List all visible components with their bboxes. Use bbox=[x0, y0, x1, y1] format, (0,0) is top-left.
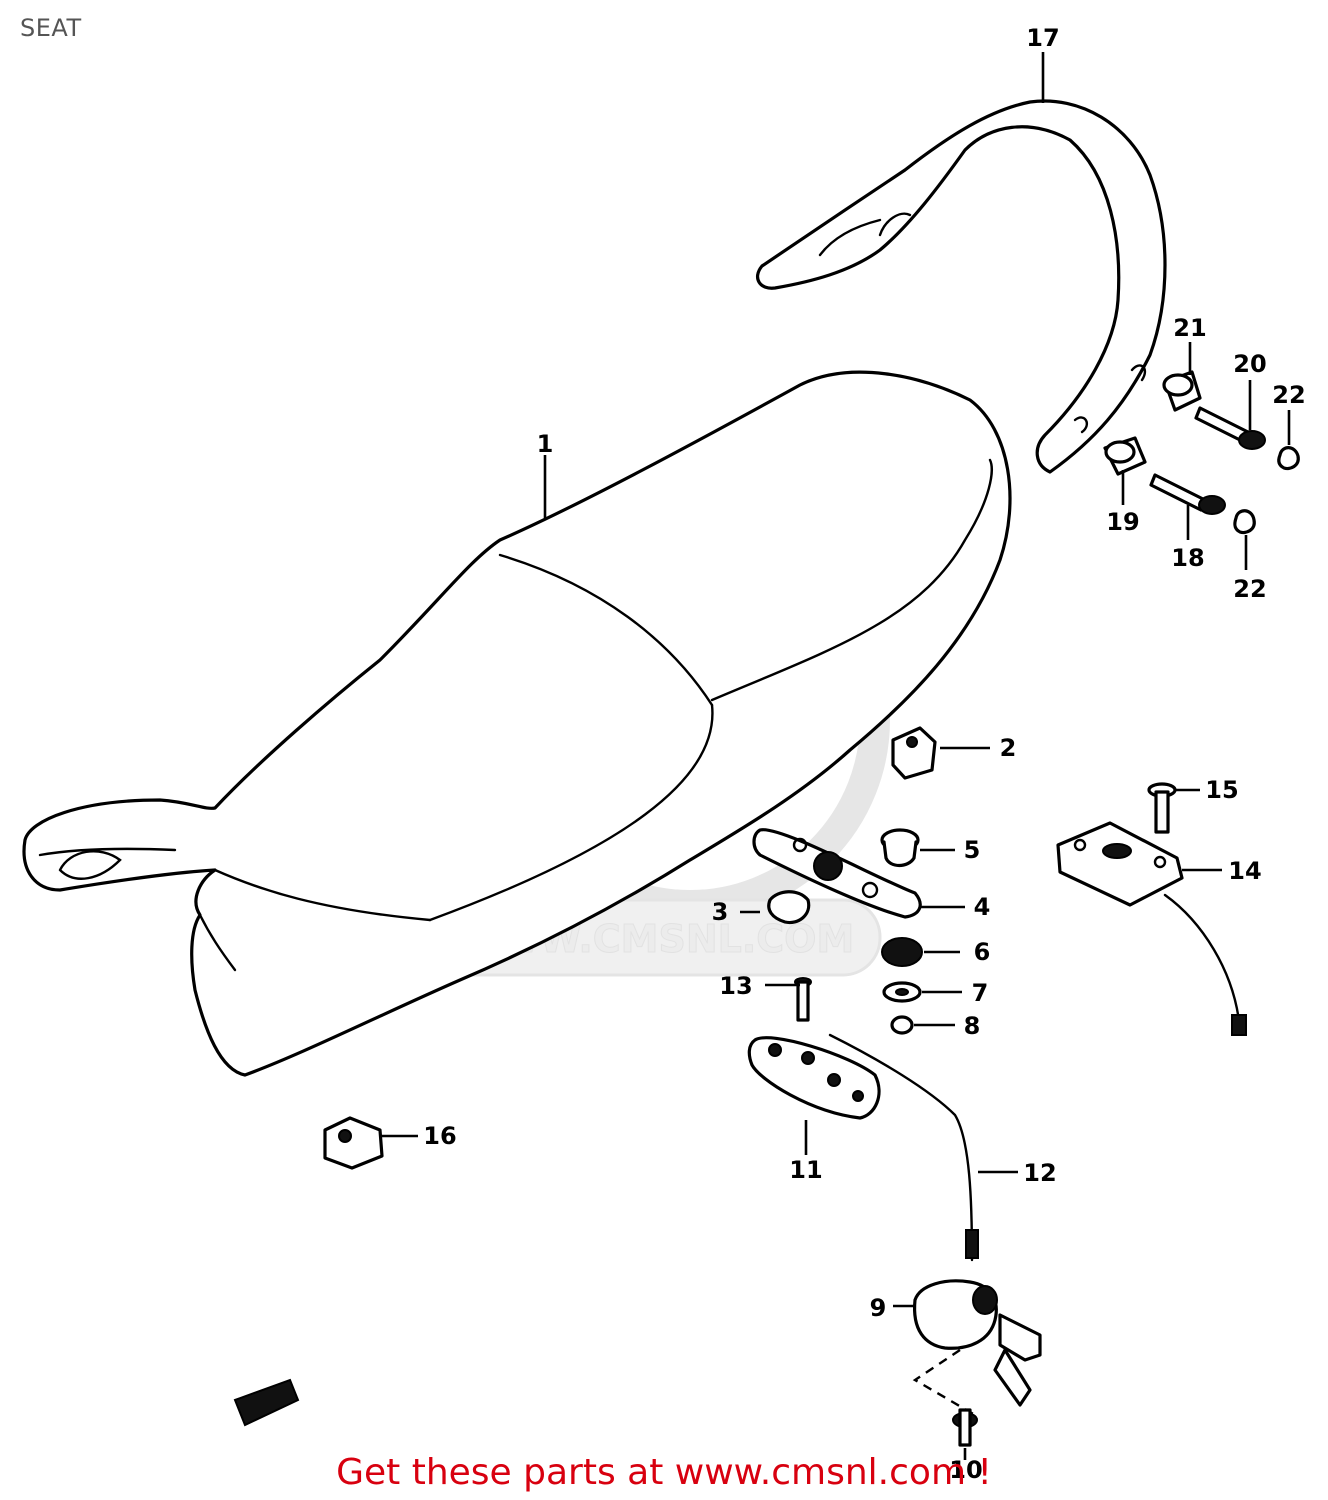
part-17-grab-rail[interactable] bbox=[756, 99, 1167, 474]
callout-11: 11 bbox=[789, 1156, 822, 1184]
callout-21: 21 bbox=[1173, 314, 1206, 342]
part-3-nut[interactable] bbox=[767, 890, 811, 925]
callout-3: 3 bbox=[712, 898, 729, 926]
part-21-spacer[interactable] bbox=[1162, 370, 1202, 412]
callout-17: 17 bbox=[1026, 24, 1059, 52]
callout-4: 4 bbox=[974, 893, 991, 921]
unlabeled-clip bbox=[233, 1378, 300, 1427]
part-6-grommet[interactable] bbox=[881, 937, 923, 967]
part-9-lock-assembly[interactable] bbox=[912, 1279, 1042, 1417]
callout-10: 10 bbox=[949, 1456, 982, 1484]
callout-22-upper: 22 bbox=[1272, 381, 1305, 409]
callout-22-lower: 22 bbox=[1233, 575, 1266, 603]
part-8-nut[interactable] bbox=[890, 1015, 914, 1035]
callout-13: 13 bbox=[719, 972, 752, 1000]
callout-20: 20 bbox=[1233, 350, 1266, 378]
part-14-bracket[interactable] bbox=[1056, 821, 1247, 1036]
callout-8: 8 bbox=[964, 1012, 981, 1040]
part-18-bolt[interactable] bbox=[1149, 473, 1226, 515]
part-5-cushion[interactable] bbox=[880, 828, 920, 868]
callout-16: 16 bbox=[423, 1122, 456, 1150]
part-10-screw[interactable] bbox=[952, 1408, 978, 1447]
callout-12: 12 bbox=[1023, 1159, 1056, 1187]
callout-19: 19 bbox=[1106, 508, 1139, 536]
callout-1: 1 bbox=[537, 430, 554, 458]
part-11-lock-plate[interactable] bbox=[747, 1036, 881, 1120]
callout-18: 18 bbox=[1171, 544, 1204, 572]
callout-9: 9 bbox=[870, 1294, 887, 1322]
callout-15: 15 bbox=[1205, 776, 1238, 804]
part-19-spacer[interactable] bbox=[1103, 436, 1147, 476]
part-13-bolt[interactable] bbox=[794, 977, 812, 1022]
part-1-seat[interactable] bbox=[22, 370, 1012, 1077]
part-15-screw[interactable] bbox=[1147, 782, 1177, 834]
part-22-cap-upper[interactable] bbox=[1277, 446, 1300, 471]
part-7-washer[interactable] bbox=[882, 981, 922, 1003]
callout-numbers: 1 2 3 4 5 6 7 8 9 10 11 12 13 14 15 16 1… bbox=[423, 24, 1305, 1484]
callout-6: 6 bbox=[974, 938, 991, 966]
promo-link[interactable]: Get these parts at www.cmsnl.com ! bbox=[336, 1452, 992, 1493]
part-4-bracket[interactable] bbox=[752, 828, 922, 919]
part-22-cap-lower[interactable] bbox=[1233, 509, 1256, 535]
part-20-bolt[interactable] bbox=[1194, 406, 1266, 450]
callout-leaders bbox=[382, 52, 1291, 1460]
callout-14: 14 bbox=[1228, 857, 1261, 885]
part-16-clip[interactable] bbox=[323, 1116, 384, 1170]
callout-2: 2 bbox=[1000, 734, 1017, 762]
diagram-title: SEAT bbox=[20, 14, 82, 42]
part-12-cable[interactable] bbox=[828, 1033, 979, 1262]
part-2-clip[interactable] bbox=[891, 726, 937, 780]
callout-5: 5 bbox=[964, 836, 981, 864]
callout-7: 7 bbox=[972, 979, 989, 1007]
